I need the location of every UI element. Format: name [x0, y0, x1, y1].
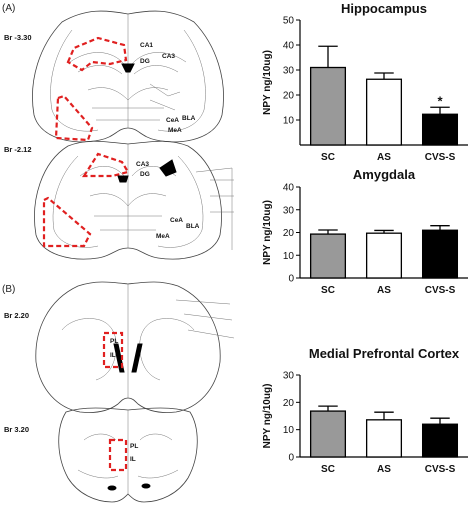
section-guide-lines — [175, 299, 235, 339]
third-ventricle-mark — [117, 175, 129, 183]
panel-label-b: (B) — [2, 284, 15, 295]
category-label-cvs-s: CVS-S — [425, 152, 456, 163]
region-label-ca3: CA3 — [162, 53, 175, 60]
section-outline — [35, 281, 221, 413]
region-label-il: IL — [110, 352, 116, 359]
bar-sc — [309, 410, 347, 458]
significance-marker: * — [437, 93, 443, 108]
hippocampus-roi — [81, 152, 130, 178]
forceps-minor-curve — [61, 318, 195, 381]
thalamus-lines — [87, 87, 169, 121]
region-label-il: IL — [130, 456, 136, 463]
olfactory-mark-left — [107, 485, 117, 491]
ventricle-mark — [121, 63, 135, 73]
bar-as — [365, 78, 403, 146]
prefrontal-roi — [108, 438, 128, 472]
region-label-mea: MeA — [156, 233, 170, 240]
category-label-as: AS — [377, 152, 391, 163]
region-label-bla: BLA — [182, 115, 196, 122]
bregma-label-3: Br 2.20 — [4, 311, 29, 320]
brain-section-prefrontal-1: Br 2.20 PL IL — [4, 281, 235, 413]
cortex-layer-right — [157, 155, 204, 248]
category-label-sc: SC — [321, 285, 335, 296]
bar-sc — [309, 66, 347, 146]
bregma-label-2: Br -2.12 — [4, 145, 32, 154]
bar-sc — [309, 233, 347, 279]
category-label-as: AS — [377, 285, 391, 296]
section-outline — [32, 10, 224, 143]
section-outline — [58, 407, 198, 503]
amygdala-roi — [54, 94, 94, 142]
chart-title: Hippocampus — [341, 1, 427, 16]
region-label-bla: BLA — [186, 223, 200, 230]
y-tick-label: 0 — [288, 274, 294, 285]
y-tick-label: 10 — [283, 425, 295, 436]
bregma-label-4: Br 3.20 — [4, 425, 29, 434]
category-label-sc: SC — [321, 464, 335, 475]
y-tick-label: 20 — [283, 228, 295, 239]
region-label-dg: DG — [140, 58, 150, 65]
forceps-mark-right — [131, 343, 143, 373]
amygdala-lines — [149, 83, 181, 111]
bar-as — [365, 232, 403, 279]
category-label-as: AS — [377, 464, 391, 475]
region-label-pl: PL — [130, 443, 138, 450]
y-tick-label: 30 — [283, 371, 295, 382]
bregma-label-1: Br -3.30 — [4, 33, 32, 42]
category-label-cvs-s: CVS-S — [425, 285, 456, 296]
bar-cvs-s — [421, 113, 459, 146]
olfactory-mark-right — [141, 483, 151, 489]
brain-section-prefrontal-2: Br 3.20 PL IL — [4, 407, 198, 503]
y-axis-label: NPY ng/10ug) — [262, 384, 273, 449]
brain-section-posterior-hippocampus: Br -3.30 CA1 CA3 DG CeA BLA MeA — [4, 10, 224, 143]
y-tick-label: 20 — [283, 398, 295, 409]
y-tick-label: 30 — [283, 66, 295, 77]
bar-as — [365, 419, 403, 458]
y-tick-label: 0 — [288, 453, 294, 464]
ventricle-mark — [159, 159, 177, 177]
section-outline — [34, 140, 222, 260]
y-tick-label: 40 — [283, 41, 295, 52]
bar-cvs-s — [421, 423, 459, 458]
y-tick-label: 10 — [283, 251, 295, 262]
category-label-sc: SC — [321, 152, 335, 163]
y-tick-label: 50 — [283, 16, 295, 27]
y-tick-label: 10 — [283, 116, 295, 127]
section-guide-lines — [195, 167, 234, 250]
region-label-pl: PL — [110, 338, 118, 345]
y-tick-label: 40 — [283, 183, 295, 194]
amygdala-roi — [42, 196, 92, 248]
cortex-layer-right — [157, 29, 206, 132]
chart-title: Medial Prefrontal Cortex — [309, 346, 460, 361]
olfactory-lines — [77, 433, 179, 479]
category-label-cvs-s: CVS-S — [425, 464, 456, 475]
hippocampus-roi — [66, 36, 128, 72]
brain-section-anterior-hippocampus: Br -2.12 CA3 DG CeA BLA MeA — [4, 140, 234, 260]
region-label-ca1: CA1 — [140, 42, 153, 49]
region-label-cea: CeA — [170, 217, 183, 224]
y-axis-label: NPY ng/10ug) — [262, 50, 273, 115]
y-axis-label: NPY ng/10ug) — [262, 200, 273, 265]
chart-title: Amygdala — [353, 167, 416, 182]
panel-label-a: (A) — [2, 3, 15, 14]
bar-cvs-s — [421, 229, 459, 279]
cortex-layer — [50, 29, 99, 132]
y-tick-label: 30 — [283, 205, 295, 216]
thalamus-lines — [89, 193, 167, 231]
y-tick-label: 20 — [283, 91, 295, 102]
region-label-cea: CeA — [166, 117, 179, 124]
region-label-mea: MeA — [168, 127, 182, 134]
region-label-dg: DG — [140, 171, 150, 178]
region-label-ca3: CA3 — [136, 161, 149, 168]
prefrontal-roi — [102, 331, 124, 369]
